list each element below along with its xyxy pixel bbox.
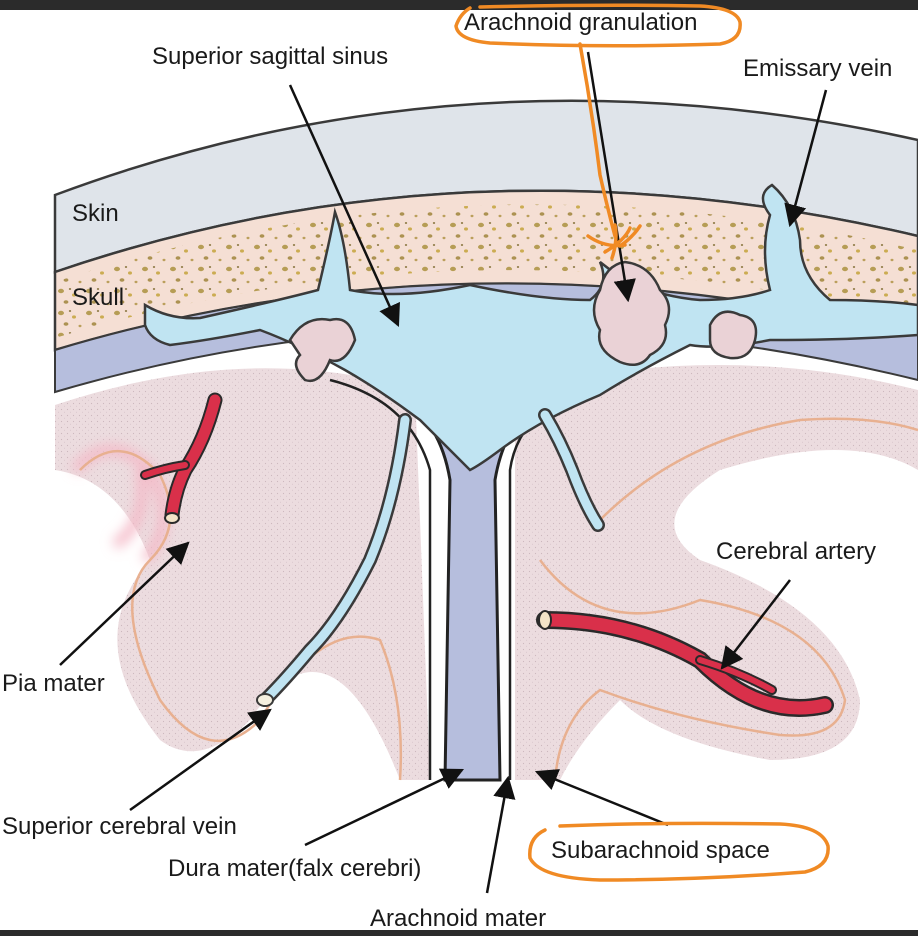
brain-tissue-left xyxy=(55,368,430,780)
pointer-emissary-vein xyxy=(784,89,828,228)
label-dura-mater: Dura mater(falx cerebri) xyxy=(168,855,422,882)
bottom-window-bar xyxy=(0,930,918,936)
highlight-oval-arachnoid-granulation xyxy=(454,3,742,48)
arachnoid-granulation-main xyxy=(592,260,671,367)
cerebral-artery-branch-fill xyxy=(697,657,775,693)
pointer-arachnoid-granulation xyxy=(586,51,636,303)
pointer-dura-mater xyxy=(304,768,465,847)
label-pia-mater: Pia mater xyxy=(2,670,105,697)
superior-cerebral-vein-end xyxy=(256,693,274,707)
highlight-mark-arachnoid-granulation xyxy=(586,223,642,260)
arachnoid-line-left xyxy=(329,378,432,780)
label-emissary-vein: Emissary vein xyxy=(743,55,893,82)
label-superior-cerebral-vein: Superior cerebral vein xyxy=(2,813,237,840)
arachnoid-granulation-right xyxy=(708,310,758,360)
superior-cerebral-vein-fill xyxy=(260,415,410,705)
highlight-line-arachnoid-granulation xyxy=(578,42,617,238)
cerebral-artery-left-branch-fill xyxy=(142,462,188,478)
pia-mater-line-right xyxy=(539,559,847,781)
pointer-cerebral-artery xyxy=(720,579,791,670)
label-arachnoid-granulation: Arachnoid granulation xyxy=(464,9,698,36)
label-skull: Skull xyxy=(72,284,125,311)
arachnoid-granulation-left xyxy=(288,317,357,383)
pointer-pia-mater xyxy=(59,541,190,666)
label-subarachnoid-space: Subarachnoid space xyxy=(551,837,770,864)
right-cerebral-vein-fill xyxy=(540,410,603,530)
label-superior-sagittal-sinus: Superior sagittal sinus xyxy=(152,43,389,70)
pointer-subarachnoid-space xyxy=(534,769,669,827)
pointer-superior-sagittal-sinus xyxy=(288,84,400,328)
top-window-bar xyxy=(0,0,918,10)
brain-tissue-right xyxy=(515,365,918,780)
superior-sagittal-sinus xyxy=(143,183,918,472)
pointer-arachnoid-mater xyxy=(485,775,516,894)
label-skin: Skin xyxy=(72,200,119,227)
cerebral-artery-left-end xyxy=(164,512,180,524)
skull-diploe xyxy=(55,204,918,338)
highlight-oval-subarachnoid-space xyxy=(528,821,830,882)
label-cerebral-artery: Cerebral artery xyxy=(716,538,877,565)
label-arachnoid-mater: Arachnoid mater xyxy=(370,905,547,932)
pia-mater-line-right-top xyxy=(599,417,918,521)
pointer-superior-cerebral-vein xyxy=(129,708,272,812)
cerebral-artery-end xyxy=(538,610,552,630)
